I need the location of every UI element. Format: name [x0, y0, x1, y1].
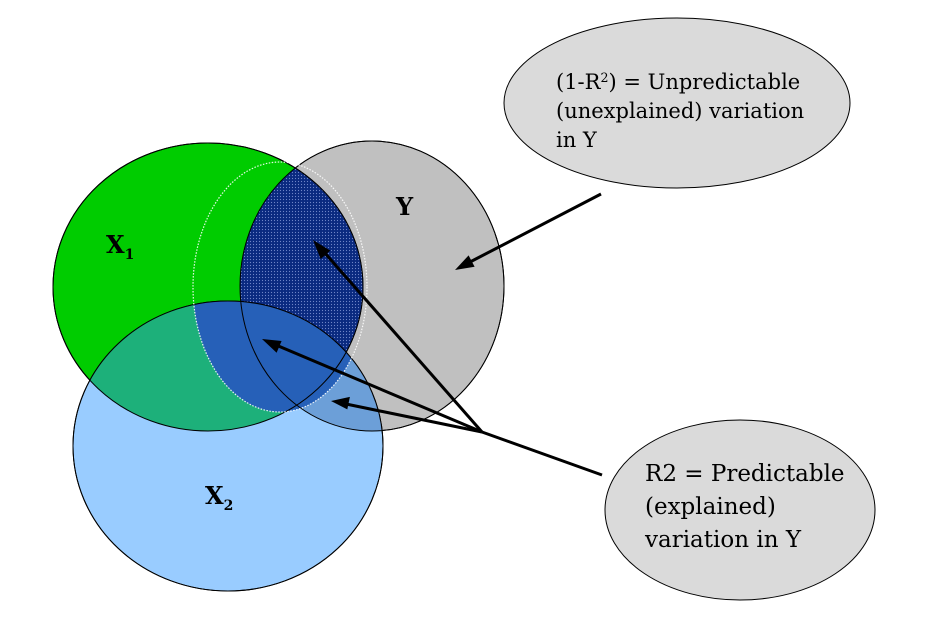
callout-predictable-line3: variation in Y [645, 527, 802, 553]
circle-x2-outline [72, 300, 384, 592]
arrowhead-x1-y-overlap [313, 240, 331, 259]
circle-x1-outline [52, 142, 364, 432]
callout-unpredictable-line3: in Y [556, 128, 597, 152]
label-x1: X1 [106, 230, 135, 263]
label-y-letter: Y [396, 192, 414, 221]
arrow-unexplained [469, 192, 602, 264]
arrowhead-x2-y-overlap [331, 396, 350, 410]
label-y: Y [396, 195, 413, 219]
label-x2-subscript: 2 [223, 498, 234, 514]
callout-unpredictable-prefix: (1-R [556, 70, 601, 94]
callout-bubble-unpredictable [503, 17, 851, 189]
label-x2-letter: X [205, 481, 224, 510]
circle-y-outline [239, 140, 505, 432]
arrowhead-triple-overlap [262, 339, 282, 353]
callout-unpredictable-superscript: 2 [600, 70, 609, 86]
connector-to-callout [481, 430, 603, 477]
shaded-region-outline [192, 161, 368, 413]
callout-predictable-text: R2 = Predictable (explained) variation i… [645, 458, 845, 557]
label-x1-subscript: 1 [124, 247, 135, 263]
callout-unpredictable-suffix: ) = Unpredictable [608, 70, 801, 94]
arrowhead-unexplained [455, 255, 475, 270]
arrow-to-triple-overlap [275, 343, 483, 434]
label-x2: X2 [205, 481, 234, 514]
label-x1-letter: X [106, 230, 125, 259]
arrow-to-x1-y-overlap [322, 251, 484, 433]
callout-predictable-line1: R2 = Predictable [645, 461, 845, 487]
overlap-x1-x2-y [193, 301, 367, 412]
callout-unpredictable-text: (1-R2) = Unpredictable (unexplained) var… [556, 68, 804, 155]
arrow-to-x2-y-overlap [345, 402, 483, 434]
callout-unpredictable-line2: (unexplained) variation [556, 99, 805, 123]
callout-unpredictable-line1: (1-R2) = Unpredictable [556, 68, 804, 97]
callout-bubble-predictable [604, 419, 876, 601]
callout-predictable-line2: (explained) [645, 494, 776, 520]
